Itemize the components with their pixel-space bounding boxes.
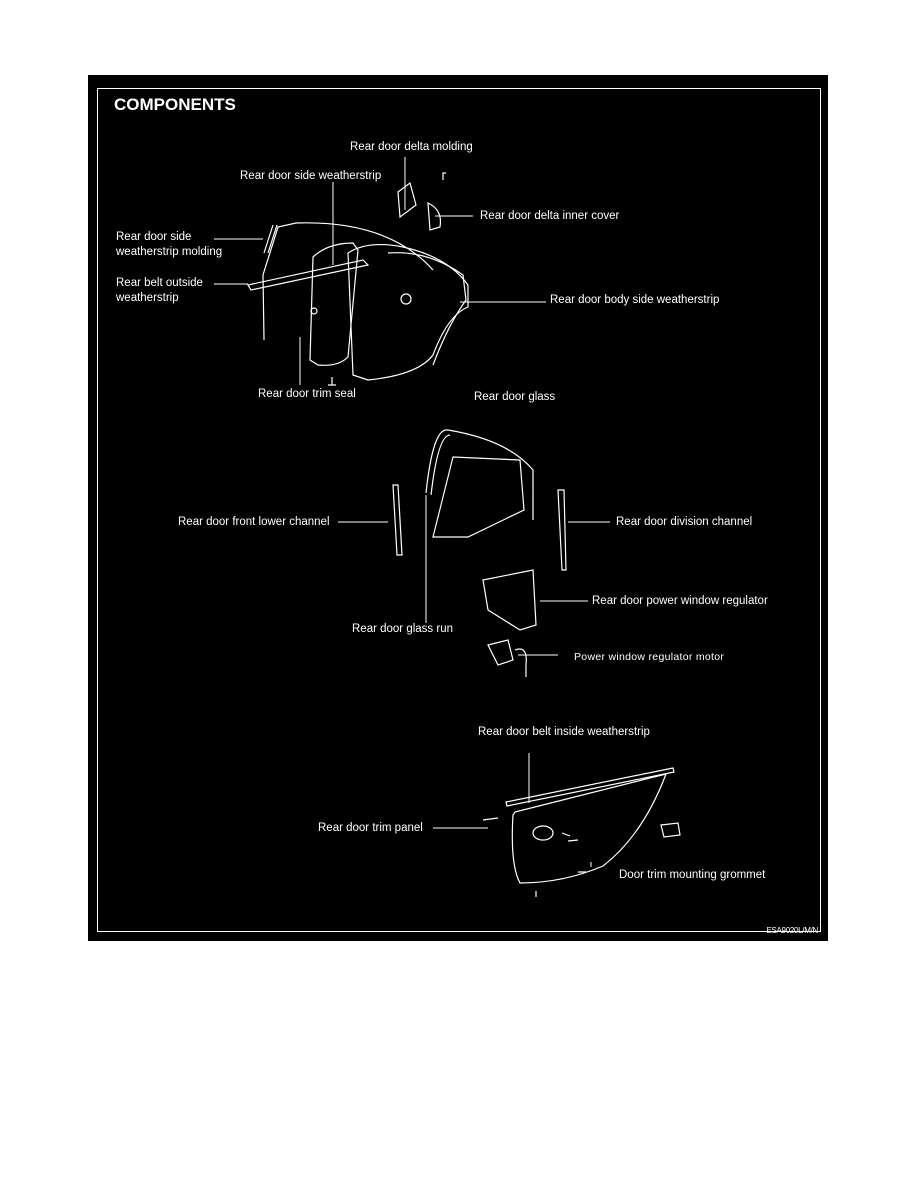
glass-assembly	[392, 429, 567, 677]
components-diagram: COMPONENTS	[88, 75, 828, 941]
label-trim-seal: Rear door trim seal	[258, 388, 356, 400]
diagram-title: COMPONENTS	[114, 95, 236, 114]
label-division-channel: Rear door division channel	[616, 516, 753, 528]
label-trim-panel: Rear door trim panel	[318, 822, 423, 834]
trim-panel-assembly	[482, 767, 681, 897]
label-front-lower-channel: Rear door front lower channel	[178, 516, 330, 528]
label-belt-inside-weatherstrip: Rear door belt inside weatherstrip	[478, 726, 650, 738]
exploded-view-drawing	[214, 157, 681, 897]
label-glass: Rear door glass	[474, 391, 556, 403]
figure-code: ESA9020L/M/N	[766, 926, 818, 935]
label-body-side-weatherstrip: Rear door body side weatherstrip	[550, 294, 720, 306]
label-trim-mounting-grommet: Door trim mounting grommet	[619, 869, 766, 881]
label-regulator-motor: Power window regulator motor	[574, 651, 725, 663]
label-side-weatherstrip-molding: Rear door side weatherstrip molding	[116, 231, 223, 258]
label-belt-outside-weatherstrip: Rear belt outside weatherstrip	[116, 277, 203, 304]
label-power-window-regulator: Rear door power window regulator	[592, 595, 768, 607]
label-delta-inner-cover: Rear door delta inner cover	[480, 210, 620, 222]
leader-lines	[214, 157, 610, 867]
label-side-weatherstrip: Rear door side weatherstrip	[240, 170, 382, 182]
upper-door-assembly	[247, 172, 469, 386]
label-glass-run: Rear door glass run	[352, 623, 453, 635]
diagram-frame	[97, 88, 821, 932]
label-delta-molding: Rear door delta molding	[350, 141, 473, 153]
